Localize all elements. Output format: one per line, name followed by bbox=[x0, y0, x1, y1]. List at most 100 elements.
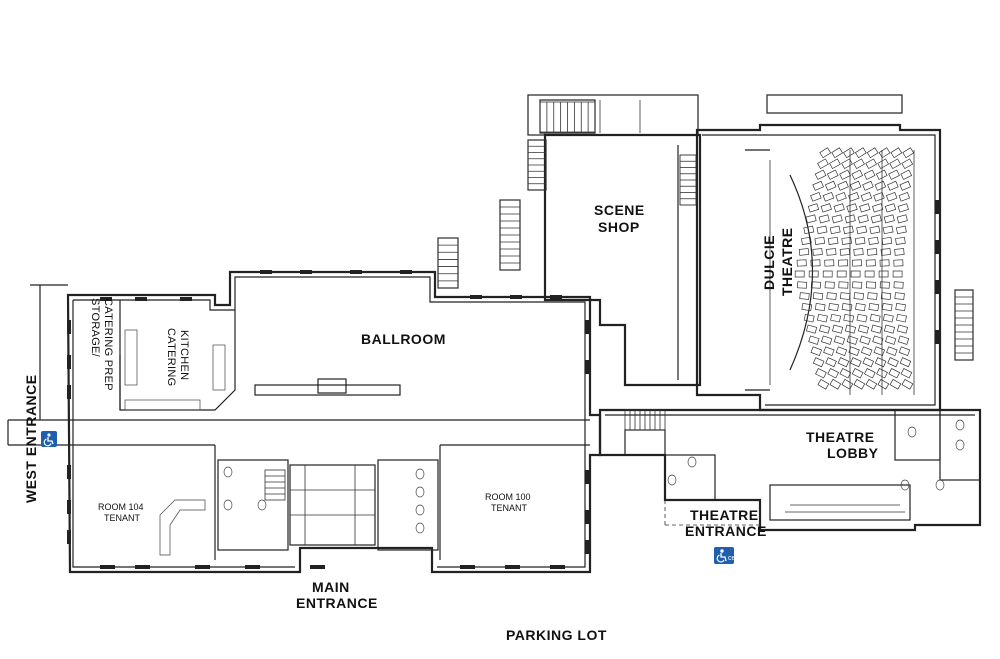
seat bbox=[899, 180, 912, 191]
seat bbox=[887, 357, 899, 368]
seat bbox=[857, 214, 869, 224]
seat bbox=[841, 236, 852, 245]
seat bbox=[893, 281, 904, 289]
seat bbox=[840, 292, 851, 300]
seat bbox=[829, 158, 841, 170]
seat bbox=[897, 335, 910, 345]
seat bbox=[839, 368, 852, 379]
seat bbox=[842, 225, 854, 235]
seat bbox=[866, 147, 879, 159]
seat bbox=[854, 236, 866, 245]
west-entrance-label: WEST ENTRANCE bbox=[23, 374, 39, 503]
seat bbox=[885, 335, 897, 345]
seat bbox=[826, 248, 837, 256]
room-100-label-1: ROOM 100 bbox=[485, 492, 531, 502]
seat bbox=[895, 225, 907, 235]
theatre-entrance-label-2: ENTRANCE bbox=[685, 523, 767, 539]
seat bbox=[873, 346, 885, 357]
seat bbox=[843, 313, 855, 323]
seat bbox=[874, 357, 887, 368]
seat bbox=[881, 302, 893, 312]
theatre-label: THEATRE bbox=[779, 227, 795, 296]
seat bbox=[826, 292, 837, 300]
seat bbox=[824, 180, 837, 191]
seat bbox=[808, 335, 820, 345]
seat bbox=[814, 302, 826, 312]
seat bbox=[870, 214, 882, 224]
seat bbox=[856, 225, 868, 235]
seat bbox=[901, 378, 914, 390]
seat bbox=[853, 248, 864, 256]
seat bbox=[841, 302, 853, 312]
seat bbox=[803, 313, 815, 323]
room-104-label-2: TENANT bbox=[104, 513, 141, 523]
seat bbox=[817, 158, 829, 170]
seat bbox=[900, 169, 913, 180]
seat bbox=[810, 346, 822, 357]
seat bbox=[899, 357, 912, 368]
seat bbox=[889, 378, 902, 390]
seat bbox=[881, 236, 893, 245]
seat bbox=[835, 191, 847, 202]
seat bbox=[827, 368, 839, 379]
seat bbox=[816, 313, 828, 323]
seat bbox=[850, 270, 861, 278]
seat bbox=[849, 180, 862, 191]
seat bbox=[874, 180, 887, 191]
seat bbox=[801, 236, 812, 245]
seat bbox=[799, 292, 810, 300]
seat bbox=[837, 180, 849, 191]
seat bbox=[885, 191, 898, 202]
seat bbox=[857, 324, 870, 334]
seat bbox=[880, 292, 892, 300]
seat bbox=[865, 281, 877, 289]
theatre-walls bbox=[437, 94, 982, 532]
parking-lot-label: PARKING LOT bbox=[506, 627, 607, 643]
seat bbox=[879, 259, 890, 267]
seat bbox=[815, 368, 827, 379]
seat bbox=[822, 270, 833, 278]
seat bbox=[851, 259, 862, 267]
seat bbox=[797, 281, 808, 289]
seat bbox=[831, 147, 844, 159]
seat bbox=[896, 324, 909, 334]
seat bbox=[876, 368, 888, 379]
seat bbox=[892, 270, 903, 278]
seat bbox=[838, 259, 849, 267]
seat bbox=[848, 191, 860, 202]
seat bbox=[831, 214, 843, 224]
seat bbox=[852, 281, 863, 289]
ballroom-label: BALLROOM bbox=[361, 331, 446, 347]
seat bbox=[844, 324, 857, 334]
seat bbox=[877, 378, 890, 390]
seat bbox=[841, 378, 854, 390]
seat bbox=[833, 335, 846, 345]
scene-label: SCENE bbox=[594, 202, 645, 218]
seat bbox=[843, 147, 855, 159]
seat bbox=[835, 346, 848, 357]
seat bbox=[810, 281, 821, 289]
seat bbox=[868, 236, 879, 245]
seat bbox=[824, 259, 835, 267]
seat bbox=[853, 378, 866, 390]
seat bbox=[890, 147, 903, 159]
seat bbox=[808, 270, 819, 278]
room-104-label-1: ROOM 104 bbox=[98, 502, 144, 512]
seat bbox=[887, 180, 899, 191]
seat bbox=[856, 313, 868, 323]
seat bbox=[870, 324, 883, 334]
seat bbox=[896, 214, 908, 224]
main-entrance-label-2: ENTRANCE bbox=[296, 595, 378, 611]
storage-label: STORAGE/ bbox=[89, 298, 101, 358]
seat bbox=[894, 292, 905, 300]
seat bbox=[865, 158, 878, 170]
seat bbox=[823, 346, 835, 357]
seat bbox=[819, 147, 832, 159]
seat bbox=[850, 357, 862, 368]
seat bbox=[846, 203, 858, 213]
seat bbox=[900, 368, 913, 379]
seat bbox=[839, 169, 851, 180]
seat bbox=[827, 236, 839, 245]
seat bbox=[816, 225, 828, 235]
seat bbox=[895, 302, 906, 312]
